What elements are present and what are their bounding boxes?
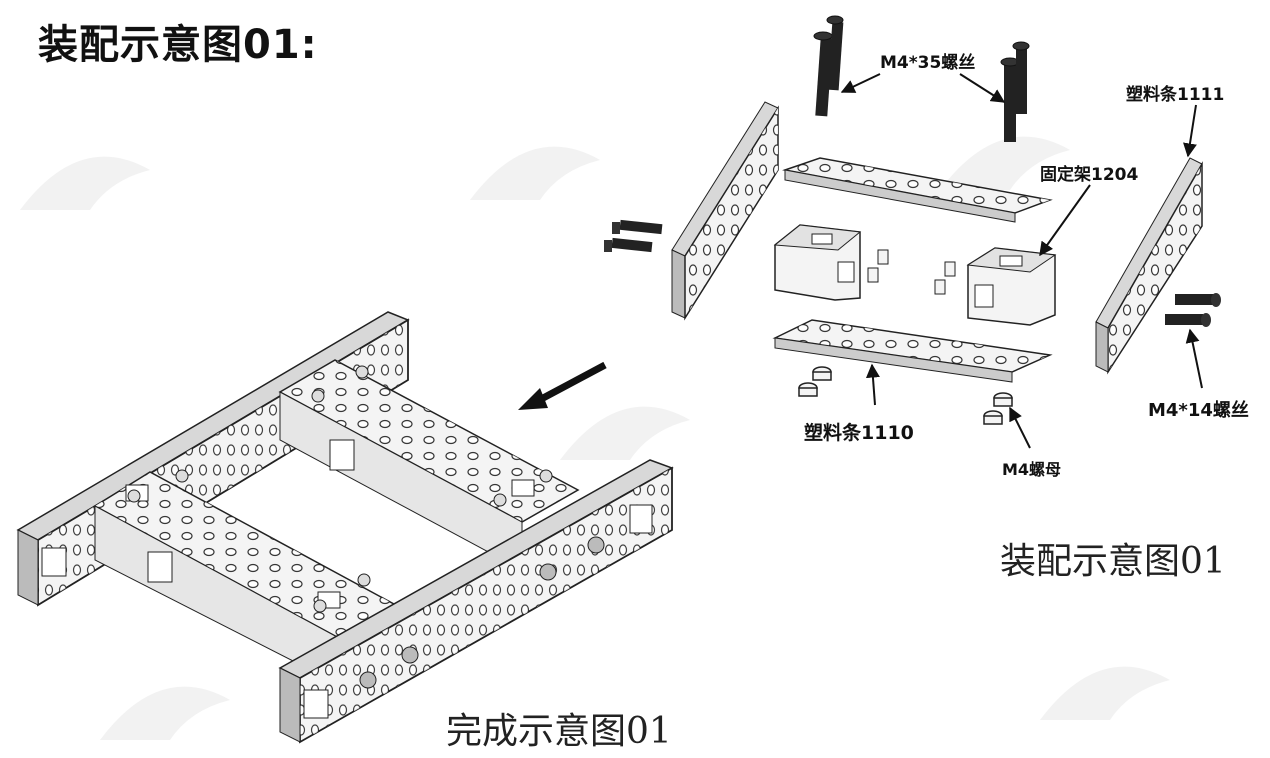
strip-1110-top (782, 157, 1053, 223)
strip-1111-left (671, 101, 779, 321)
label-strip-1111: 塑料条1111 (1126, 85, 1225, 105)
strip-1111-right (1095, 157, 1203, 375)
label-strip-1110: 塑料条1110 (804, 422, 914, 444)
small-nuts (867, 249, 956, 295)
page-title: 装配示意图01: (38, 22, 318, 68)
bracket-1204-left (773, 224, 862, 301)
m4x35-screw-left (813, 15, 844, 117)
watermark (20, 136, 1170, 740)
m4x14-screw-left (604, 219, 663, 253)
caption-completed-diagram: 完成示意图01 (446, 711, 672, 752)
completed-assembly (16, 311, 674, 744)
direction-arrow (518, 361, 607, 410)
strip-1110-bottom (772, 319, 1053, 383)
leader-lines (840, 73, 1203, 449)
m4x14-screw-right (1165, 293, 1221, 327)
label-bracket-1204: 固定架1204 (1040, 165, 1139, 185)
m4-nuts (798, 366, 1013, 425)
m4x35-screw-right (1000, 41, 1030, 142)
caption-assembly-diagram: 装配示意图01 (1000, 541, 1226, 582)
label-m4x35-screw: M4*35螺丝 (880, 53, 976, 73)
bracket-1204-right (966, 247, 1057, 326)
label-m4x14-screw: M4*14螺丝 (1148, 400, 1249, 421)
label-m4-nut: M4螺母 (1002, 460, 1062, 479)
